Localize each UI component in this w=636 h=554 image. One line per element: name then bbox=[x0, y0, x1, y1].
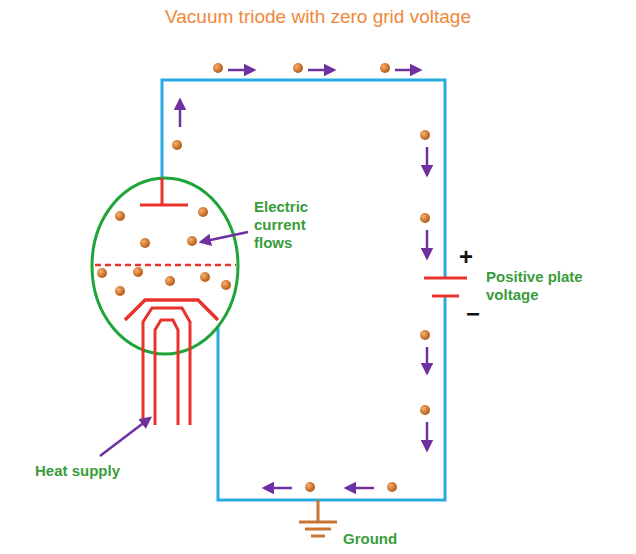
callout-label: Electric current flows bbox=[254, 198, 326, 252]
circuit-wire bbox=[162, 80, 445, 500]
heater-label: Heat supply bbox=[35, 462, 145, 480]
polarity-sign: − bbox=[466, 300, 486, 329]
tube-envelope bbox=[92, 178, 238, 354]
diagram-title: Vacuum triode with zero grid voltage bbox=[0, 6, 636, 29]
battery-label: Positive plate voltage bbox=[486, 268, 611, 304]
flow-arrows bbox=[100, 70, 427, 488]
tube-electrodes bbox=[95, 178, 236, 425]
ground-label: Ground bbox=[343, 530, 423, 548]
battery-symbol bbox=[424, 278, 467, 296]
ground-symbol bbox=[299, 500, 337, 536]
electrons bbox=[97, 63, 430, 492]
polarity-sign: + bbox=[459, 243, 479, 272]
